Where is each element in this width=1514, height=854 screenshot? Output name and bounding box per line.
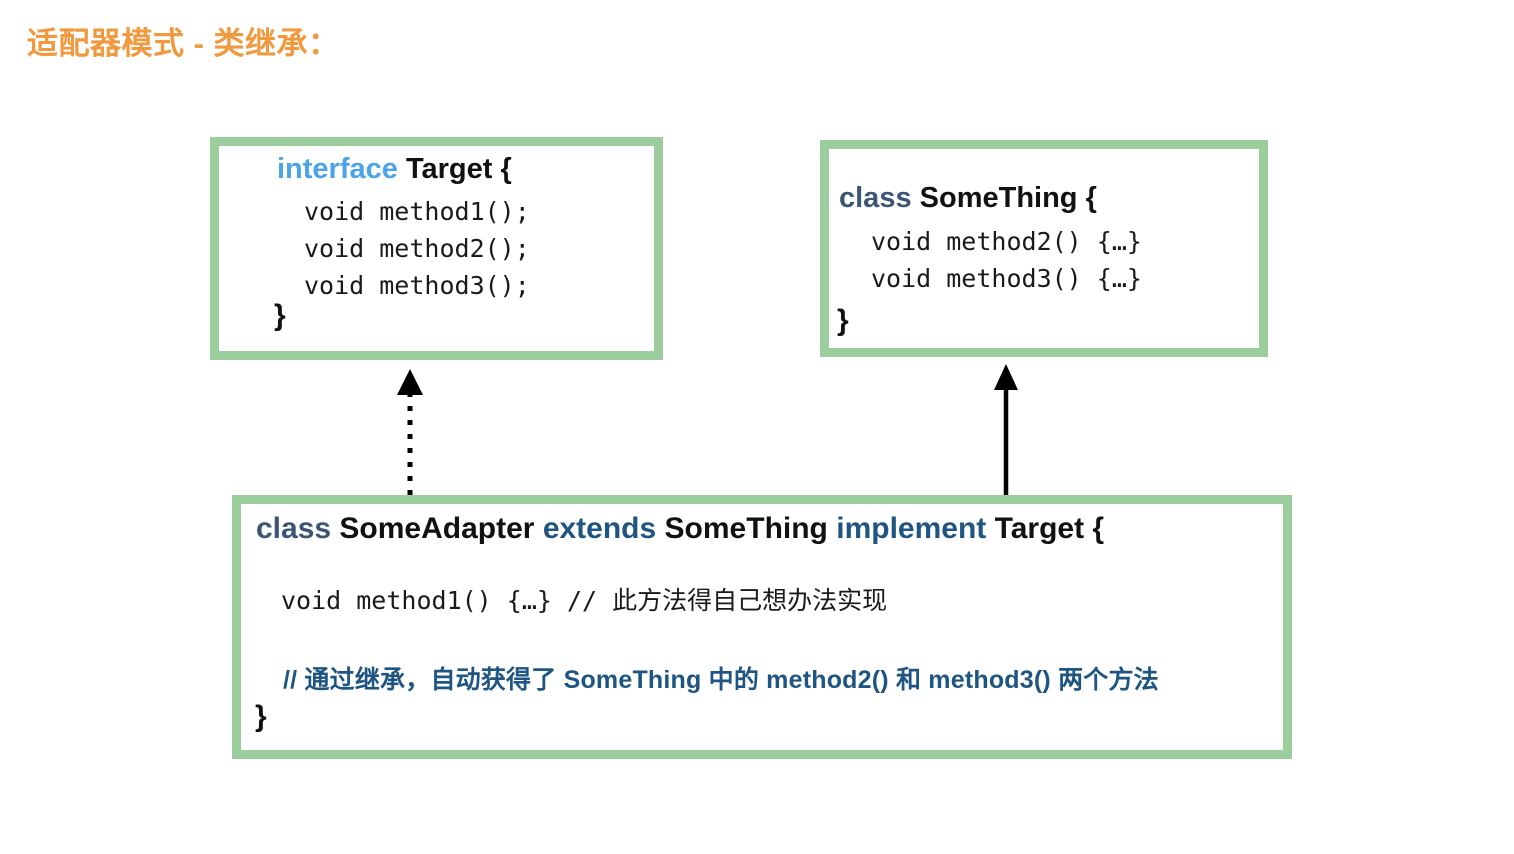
uml-box-target[interactable]: interface Target { void method1(); void … [210, 137, 663, 360]
uml-box-something-body: class SomeThing { void method2() {…} voi… [829, 149, 1259, 348]
uml-box-adapter-body: class SomeAdapter extends SomeThing impl… [241, 504, 1283, 750]
generalization-arrowhead [994, 364, 1018, 390]
something-declaration: class SomeThing { [839, 182, 1097, 215]
something-member: void method3() {…} [871, 264, 1142, 293]
target-declaration: interface Target { [277, 153, 512, 186]
target-type-name: Target [405, 153, 493, 185]
adapter-method1-line: void method1() {…} // 此方法得自己想办法实现 [281, 586, 888, 615]
adapter-open-brace: { [1092, 512, 1105, 545]
adapter-interface-name: Target [994, 512, 1085, 545]
uml-box-adapter[interactable]: class SomeAdapter extends SomeThing impl… [232, 495, 1292, 759]
something-open-brace: { [1085, 182, 1097, 214]
target-member: void method2(); [304, 234, 530, 263]
adapter-close-brace: } [255, 700, 267, 733]
keyword-class: class [256, 512, 332, 545]
something-close-brace: } [837, 304, 849, 337]
target-open-brace: { [500, 153, 512, 185]
page-title: 适配器模式 - 类继承： [27, 26, 340, 61]
something-member: void method2() {…} [871, 227, 1142, 256]
generalization-arrow [994, 364, 1018, 495]
keyword-interface: interface [277, 153, 398, 185]
uml-box-something[interactable]: class SomeThing { void method2() {…} voi… [820, 140, 1268, 357]
adapter-declaration: class SomeAdapter extends SomeThing impl… [256, 512, 1104, 545]
target-member: void method1(); [304, 197, 530, 226]
realization-arrow [397, 369, 423, 495]
adapter-inheritance-comment: // 通过继承，自动获得了 SomeThing 中的 method2() 和 m… [283, 666, 1159, 694]
something-type-name: SomeThing [919, 182, 1078, 214]
target-member-list: void method1(); void method2(); void met… [304, 193, 530, 304]
target-member: void method3(); [304, 271, 530, 300]
realization-arrowhead [397, 369, 423, 395]
keyword-class: class [839, 182, 912, 214]
adapter-superclass-name: SomeThing [664, 512, 828, 545]
keyword-implement: implement [836, 512, 987, 545]
adapter-type-name: SomeAdapter [339, 512, 535, 545]
uml-box-target-body: interface Target { void method1(); void … [219, 146, 654, 351]
keyword-extends: extends [542, 512, 657, 545]
target-close-brace: } [274, 299, 286, 332]
something-member-list: void method2() {…} void method3() {…} [871, 223, 1142, 297]
